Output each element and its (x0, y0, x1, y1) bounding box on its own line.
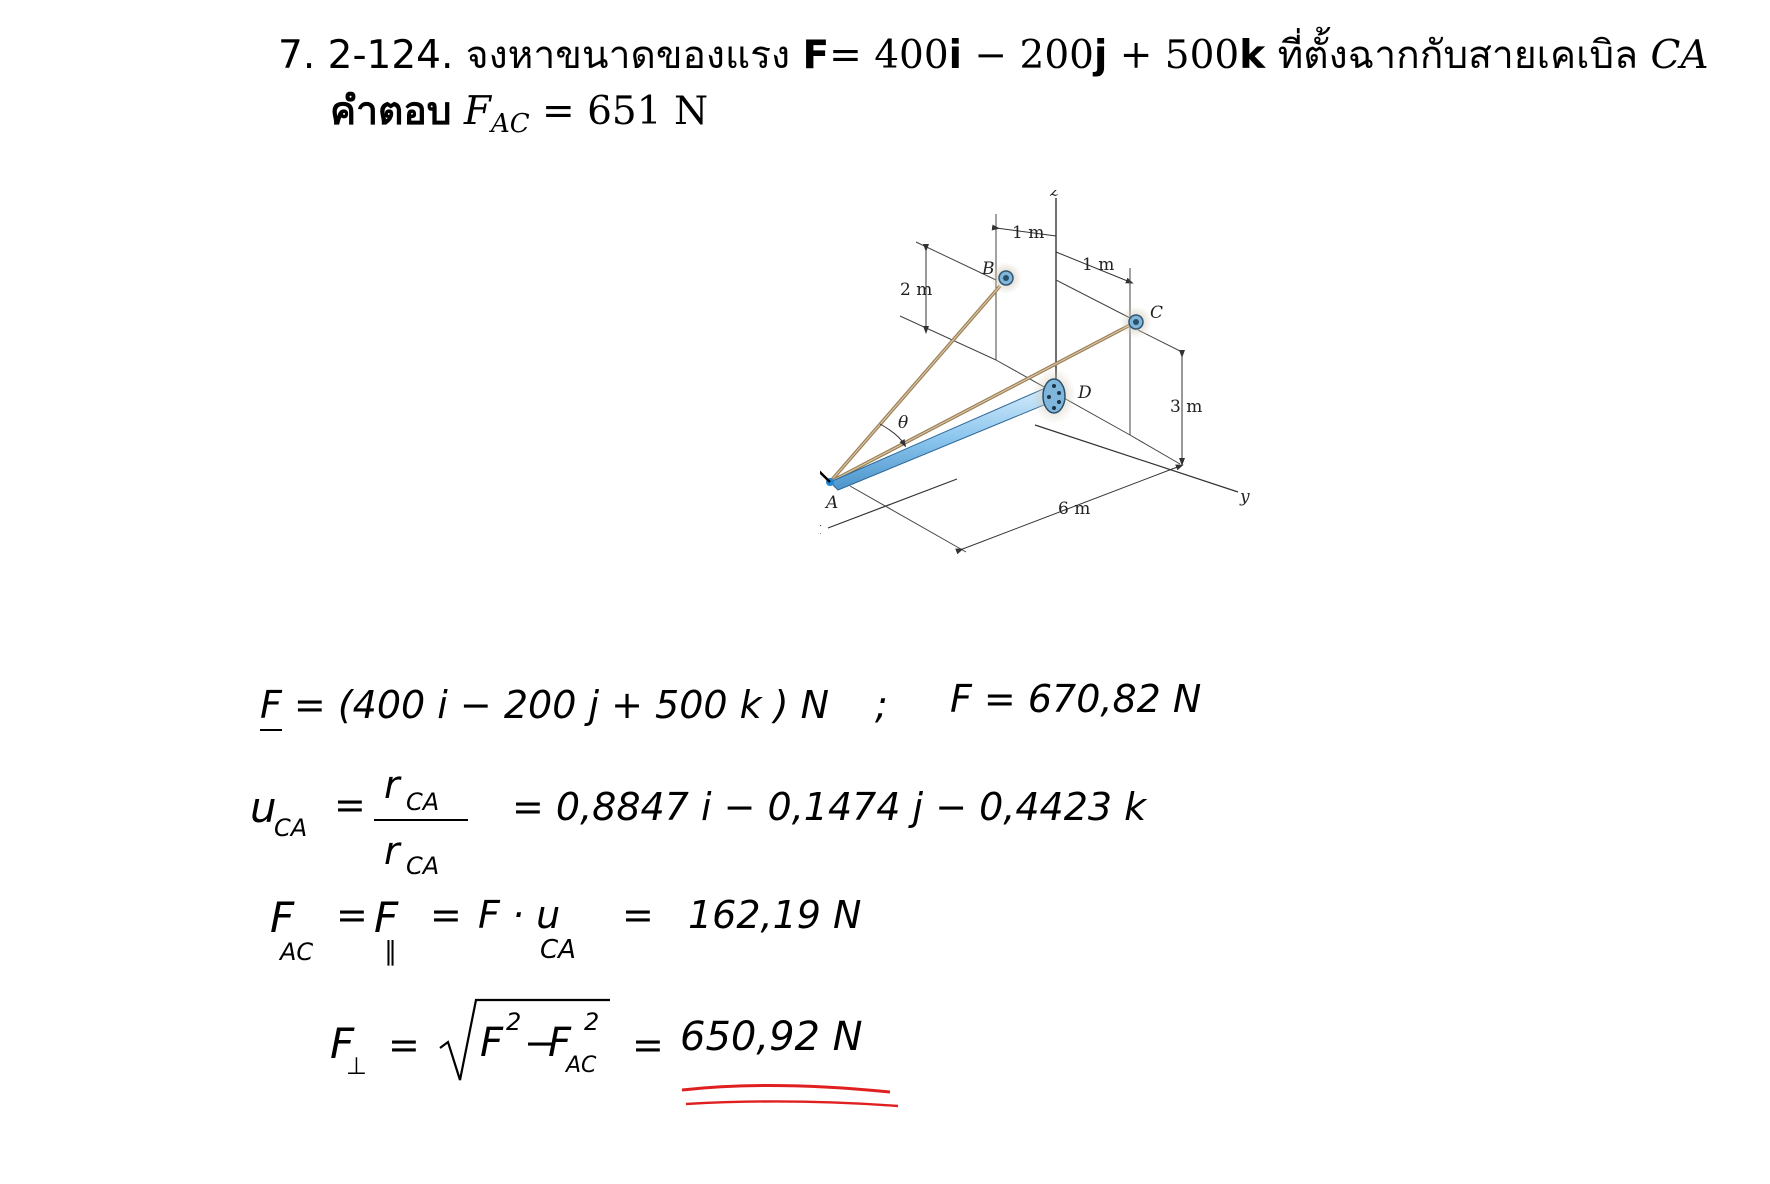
answer-symbol: F (463, 89, 491, 134)
hw-line4-Fac-sub: AC (564, 1053, 597, 1078)
force-expr-b: − 200 (962, 33, 1094, 78)
hw-line3-value: 162,19 N (688, 893, 861, 937)
label-dim-3m: 3 m (1170, 397, 1202, 417)
cable-diagram: z x y A B C D F θ 1 m 1 m 2 m 3 m 6 m (820, 190, 1250, 555)
answer-value: = 651 N (529, 89, 709, 134)
label-point-d: D (1077, 383, 1092, 403)
x-axis (827, 478, 958, 529)
force-symbol: F (802, 33, 830, 78)
hw-line3-Fpar: F (374, 893, 399, 942)
hw-line3-eq3: = (622, 893, 654, 937)
answer-subscript: AC (490, 109, 530, 139)
mount-d (1042, 378, 1066, 414)
theta-arc (879, 423, 907, 448)
hw-line4-Fperp-sub: ⊥ (346, 1052, 367, 1080)
hw-line4-eq: = (388, 1023, 420, 1067)
hw-line2-u-sub: CA (274, 814, 307, 842)
label-axis-y: y (1239, 487, 1250, 507)
hw-line2-eq: = (334, 783, 366, 827)
unit-k: k (1239, 33, 1266, 78)
question-text: จงหาขนาดของแรง (465, 33, 791, 78)
hw-result-underline-2 (685, 1100, 899, 1108)
hw-line2-num: r (384, 763, 402, 807)
hw-line4-Fperp: F (330, 1019, 355, 1068)
force-expr-a: = 400 (829, 33, 949, 78)
hw-line3-dot-sub: CA (540, 935, 576, 965)
dim-ext-b-top (915, 241, 997, 281)
guide-c-top (1055, 279, 1135, 321)
hw-line2-den: r (384, 829, 402, 873)
dim-line-1m-top (991, 224, 1057, 237)
hw-line4-F: F (480, 1020, 504, 1066)
hw-line3-F: F (270, 893, 295, 942)
y-axis (1034, 424, 1239, 493)
hw-line4-eq2: = (632, 1023, 664, 1067)
problem-number: 7. (278, 33, 316, 78)
hw-line4-result: 650,92 N (680, 1014, 863, 1060)
answer-label: คำตอบ (330, 89, 452, 134)
hw-line1-vector: F = (400 i − 200 j + 500 k ) N (260, 683, 829, 727)
hw-line3-eq2: = (430, 893, 462, 937)
label-dim-6m: 6 m (1058, 499, 1090, 519)
unit-j: j (1093, 33, 1108, 78)
problem-line-2: คำตอบ FAC = 651 N (278, 84, 1758, 152)
problem-code: 2-124. (327, 33, 454, 78)
handwritten-solution: F = (400 i − 200 j + 500 k ) N ; F = 670… (250, 677, 1201, 1108)
label-dim-2m: 2 m (900, 280, 932, 300)
guide-c-floor (1129, 434, 1181, 465)
dim-line-6m (955, 464, 1184, 555)
guide-b-base (899, 315, 997, 361)
hw-result-underline (681, 1083, 891, 1094)
hw-line4-Fac: F (548, 1020, 572, 1066)
label-dim-1m-top: 1 m (1012, 223, 1044, 243)
hw-line3-eq1: = (336, 893, 368, 937)
hw-line3-F-sub: AC (278, 938, 313, 966)
hw-line4-radical (439, 998, 610, 1081)
unit-i: i (948, 33, 963, 78)
hw-line4-minus: − (524, 1021, 556, 1065)
hw-line4-F-sup: 2 (506, 1008, 521, 1036)
label-axis-z: z (1049, 190, 1060, 201)
problem-statement: 7. 2-124. จงหาขนาดของแรง F= 400i − 200j … (278, 28, 1758, 152)
hw-line2-den-sub: CA (406, 852, 439, 880)
hw-line2-u: u (250, 783, 277, 832)
label-axis-x: x (820, 519, 822, 539)
hw-line1-sep: ; (875, 683, 888, 727)
label-point-c: C (1150, 303, 1163, 323)
label-dim-1m-right: 1 m (1082, 255, 1114, 275)
problem-line-1: 7. 2-124. จงหาขนาดของแรง F= 400i − 200j … (278, 28, 1758, 84)
rod-ad (829, 385, 1057, 491)
hw-line3-dot: F · u (478, 893, 560, 937)
hw-line3-Fpar-sub: ∥ (384, 937, 397, 967)
force-arrow (820, 470, 831, 483)
force-expr-c: + 500 (1107, 33, 1240, 78)
hw-line2-rhs: = 0,8847 i − 0,1474 j − 0,4423 k (512, 785, 1148, 829)
hw-line4-Fac-sup: 2 (584, 1008, 599, 1036)
label-point-a: A (824, 493, 838, 513)
dim-ext-6m-a (849, 485, 967, 553)
label-point-b: B (981, 259, 995, 279)
question-tail: ที่ตั้งฉากกับสายเคเบิล (1265, 33, 1639, 78)
label-theta: θ (898, 413, 908, 433)
dim-line-1m-right (1055, 251, 1134, 284)
hw-line2-num-sub: CA (406, 788, 439, 816)
hw-line1-magnitude: F = 670,82 N (950, 677, 1201, 721)
cable-label: CA (1650, 33, 1709, 78)
